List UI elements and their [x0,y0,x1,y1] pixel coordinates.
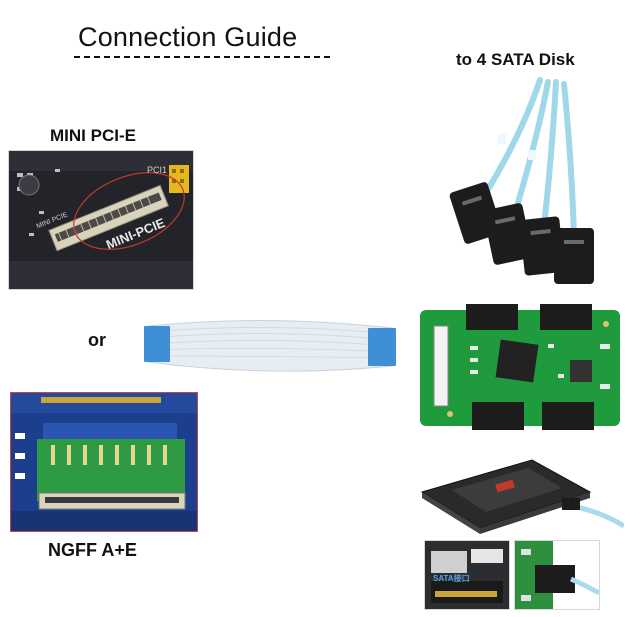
mini-pcie-slot-photo: MINI-PCIE MINI PCIE PCI1 [8,150,194,290]
mini-pcie-label: MINI PCI-E [50,126,136,145]
title-underline [74,56,330,58]
sata-cables-photo [436,74,624,288]
ribbon-cable [144,316,396,372]
ngff-label: NGFF A+E [48,540,137,560]
ngff-slot-photo [10,392,198,532]
ssd-photo [412,452,624,534]
or-label: or [88,330,106,350]
ssd-sata-closeup: SATA接口 [424,540,510,610]
sata-badge-text: SATA接口 [433,573,470,583]
sata-plug-closeup [514,540,600,610]
sata-adapter-board [420,304,620,432]
page-title: Connection Guide [78,22,298,52]
pci-header-silkscreen: PCI1 [147,165,167,175]
sata-disk-label: to 4 SATA Disk [456,50,575,69]
